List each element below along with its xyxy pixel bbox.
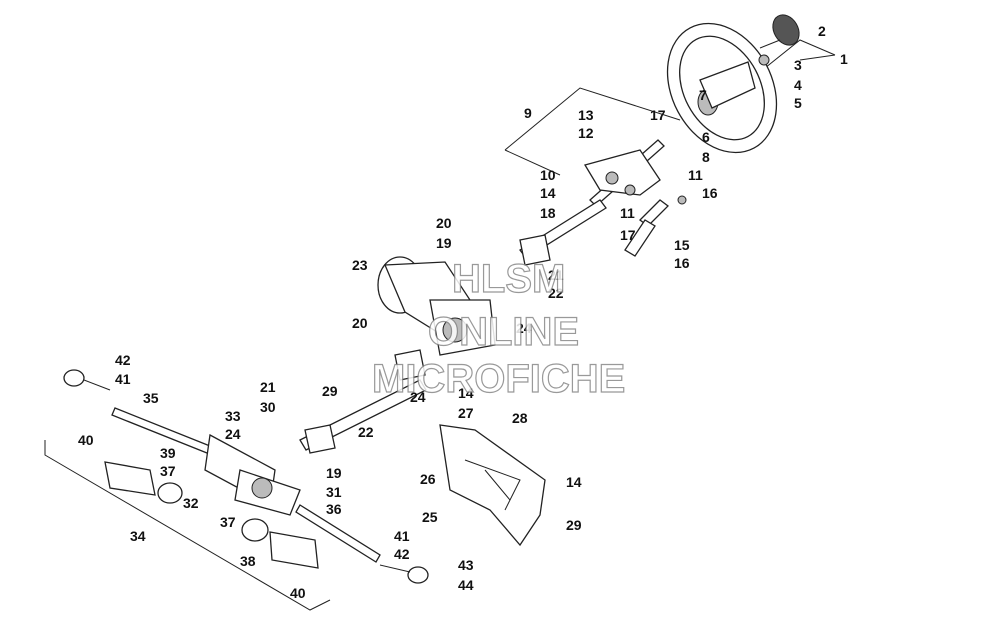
callout: 7 <box>699 87 707 103</box>
callout: 17 <box>650 107 666 123</box>
callout: 4 <box>794 77 802 93</box>
callout: 42 <box>394 546 410 562</box>
callout: 20 <box>352 315 368 331</box>
group-bracket-lines <box>44 39 836 611</box>
callout: 24 <box>516 320 532 336</box>
callout: 21 <box>260 379 276 395</box>
callout: 19 <box>326 465 342 481</box>
callout: 11 <box>620 205 635 221</box>
callout: 6 <box>702 129 710 145</box>
callout: 17 <box>620 227 636 243</box>
universal-joints <box>304 234 551 454</box>
callout: 36 <box>326 501 342 517</box>
callout-labels: 2 1 3 4 5 7 9 13 17 6 12 8 10 11 14 16 1… <box>78 23 848 601</box>
tilt-strut <box>624 195 687 257</box>
rack-boot-right <box>241 518 319 569</box>
callout: 29 <box>566 517 582 533</box>
eps-motor <box>377 256 496 356</box>
callout: 8 <box>702 149 710 165</box>
callout: 23 <box>352 257 368 273</box>
steering-rack <box>111 407 381 563</box>
callout: 38 <box>240 553 256 569</box>
callout: 41 <box>394 528 410 544</box>
callout: 12 <box>578 125 594 141</box>
callout: 37 <box>220 514 236 530</box>
callout: 13 <box>578 107 594 123</box>
callout: 40 <box>290 585 306 601</box>
callout: 10 <box>540 167 556 183</box>
callout: 18 <box>540 205 556 221</box>
callout: 27 <box>458 405 474 421</box>
callout: 9 <box>524 105 532 121</box>
callout: 20 <box>436 215 452 231</box>
callout: 29 <box>322 383 338 399</box>
wheel-cap <box>758 14 800 66</box>
tie-rod-end-left <box>63 369 111 391</box>
callout: 35 <box>143 390 159 406</box>
tie-rod-end-right <box>379 564 429 584</box>
callout: 22 <box>548 285 564 301</box>
rack-boot-left <box>104 461 183 504</box>
callout: 42 <box>115 352 131 368</box>
callout: 22 <box>358 424 374 440</box>
callout: 26 <box>420 471 436 487</box>
callout: 1 <box>840 51 848 67</box>
watermark-line1: HLSM <box>452 257 565 301</box>
steering-wheel <box>666 22 778 154</box>
callout: 15 <box>674 237 690 253</box>
callout: 39 <box>160 445 176 461</box>
callout: 41 <box>115 371 131 387</box>
callout: 28 <box>512 410 528 426</box>
callout: 24 <box>410 389 426 405</box>
column-bracket <box>584 149 661 196</box>
callout: 19 <box>436 235 452 251</box>
callout: 40 <box>78 432 94 448</box>
callout: 44 <box>458 577 474 593</box>
callout: 24 <box>225 426 241 442</box>
callout: 14 <box>458 385 474 401</box>
callout: 30 <box>260 399 276 415</box>
callout: 5 <box>794 95 802 111</box>
callout: 25 <box>422 509 438 525</box>
callout: 33 <box>225 408 241 424</box>
callout: 14 <box>540 185 556 201</box>
callout: 21 <box>548 267 564 283</box>
callout: 34 <box>130 528 146 544</box>
callout: 43 <box>458 557 474 573</box>
callout: 37 <box>160 463 176 479</box>
mounting-bracket <box>439 424 546 547</box>
callout: 16 <box>674 255 690 271</box>
watermark-line3: MICROFICHE <box>372 357 625 401</box>
callout: 14 <box>566 474 582 490</box>
watermark-line2: ONLINE <box>428 310 579 354</box>
callout: 3 <box>794 57 802 73</box>
callout: 2 <box>818 23 826 39</box>
callout: 16 <box>702 185 718 201</box>
callout: 32 <box>183 495 199 511</box>
watermark: HLSM ONLINE MICROFICHE <box>371 256 626 401</box>
callout: 11 <box>688 167 703 183</box>
callout: 31 <box>326 484 342 500</box>
